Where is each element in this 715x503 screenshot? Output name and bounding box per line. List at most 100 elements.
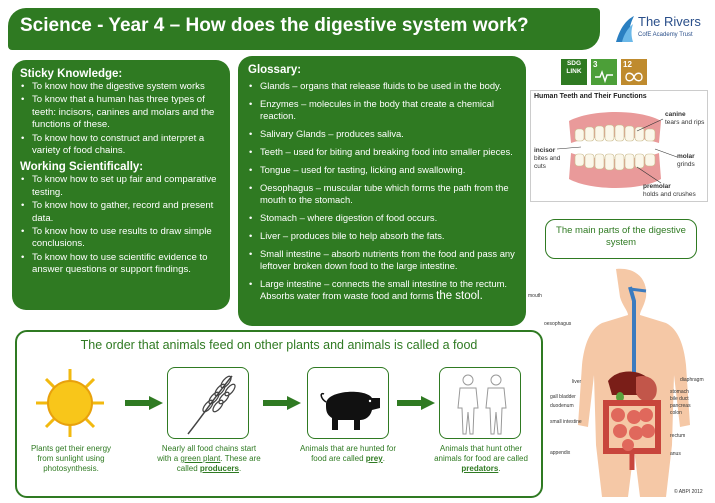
list-item: To know that a human has three types of … [20,94,222,131]
label-pancreas: pancreas [670,403,691,409]
prey-caption-end: . [382,454,385,463]
sdg-goal-12: 12 [621,59,647,85]
page-title: Science - Year 4 – How does the digestiv… [20,15,529,36]
digestive-heading-box: The main parts of the digestive system [545,219,697,259]
predator-caption-text: Animals that hunt other animals for food… [434,444,528,463]
list-item: To know how to use results to draw simpl… [20,226,222,251]
glossary-item: Teeth – used for biting and breaking foo… [248,146,516,159]
plant-caption: Nearly all food chains start with a gree… [157,444,261,474]
plant-figure [167,367,249,439]
humans-outline-icon [457,374,507,435]
glossary-heading: Glossary: [248,64,302,76]
digestive-system-diagram: mouth oesophagus liver gall bladder duod… [528,265,713,497]
wheat-icon [187,375,236,435]
prey-figure [307,367,389,439]
label-gall-bladder: gall bladder [550,394,576,400]
predator-figure [439,367,521,439]
label-bile-duct: bile duct [670,396,689,402]
glossary-panel: Glossary: Glands – organs that release f… [238,56,526,326]
label-stomach: stomach [670,389,689,395]
label-oesophagus: oesophagus [544,321,572,327]
working-list: To know how to set up fair and comparati… [20,174,222,276]
label-liver: liver [572,379,582,385]
glossary-list: Glands – organs that release fluids to b… [248,80,516,303]
predators-term: predators [461,464,499,473]
arrow-right-icon [125,396,163,410]
glossary-item: Tongue – used for tasting, licking and s… [248,164,516,177]
list-item: To know how the digestive system works [20,81,222,94]
label-small-intestine: small intestine [550,419,582,425]
sun-figure [29,367,111,439]
sdg-goal-12-number: 12 [623,60,632,69]
teeth-title: Human Teeth and Their Functions [534,93,647,100]
list-item: To know how to gather, record and presen… [20,200,222,225]
glossary-item: Stomach – where digestion of food occurs… [248,212,516,225]
list-item: To know how to use scientific evidence t… [20,252,222,277]
canine-name: canine [665,111,686,118]
label-diaphragm: diaphragm [680,377,704,383]
sticky-list: To know how the digestive system works T… [20,81,222,157]
premolar-function: holds and crushes [643,191,696,198]
label-rectum: rectum [670,433,686,439]
human-body-icon [578,268,690,497]
label-mouth: mouth [528,293,542,299]
food-chain-title: The order that animals feed on other pla… [80,338,478,352]
sdg-label: SDG LINK [566,60,582,75]
sdg-label-box: SDG LINK [561,59,587,85]
sticky-knowledge-panel: Sticky Knowledge: To know how the digest… [12,60,230,310]
glossary-item: Liver – produces bile to help absorb the… [248,230,516,243]
plant-caption-text: Nearly all food chains start with a [157,444,257,463]
teeth-illustration-icon [556,112,678,188]
incisor-name: incisor [534,147,556,154]
logo-name: The Rivers [638,14,701,29]
infinity-icon [625,72,643,82]
plant-caption-end: . [239,464,242,473]
sdg-goal-3: 3 [591,59,617,85]
sun-caption: Plants get their energy from sunlight us… [30,444,112,473]
heartbeat-icon [595,69,613,84]
glossary-item: Oesophagus – muscular tube which forms t… [248,182,516,207]
digestive-heading: The main parts of the digestive system [556,225,686,248]
predator-caption: Animals that hunt other animals for food… [431,444,531,474]
canine-function: tears and rips [665,119,705,126]
glossary-item: Salivary Glands – produces saliva. [248,128,516,141]
list-item: To know how to set up fair and comparati… [20,174,222,199]
glossary-item: Small intestine – absorb nutrients from … [248,248,516,273]
rivers-logo-icon [616,16,634,42]
label-anus: anus [670,451,681,457]
glossary-item-large-intestine: Large intestine – connects the small int… [248,278,516,303]
glossary-item: Glands – organs that release fluids to b… [248,80,516,93]
label-colon: colon [670,410,682,416]
producers-term: producers [199,464,239,473]
green-plant-link: green plant [180,454,221,463]
plant-caption-text-2: . These are called [176,454,261,473]
logo-subtitle: CofE Academy Trust [638,32,693,38]
credit-text: © ABPI 2012 [674,489,703,495]
glossary-stool-emphasis: the stool. [436,290,483,303]
prey-term: prey [365,454,383,463]
molar-name: molar [677,153,695,160]
label-duodenum: duodenum [550,403,574,409]
food-chain-section: The order that animals feed on other pla… [15,330,543,498]
predator-caption-end: . [498,464,501,473]
incisor-function: bites and cuts [534,155,561,170]
glossary-item-text: Large intestine – connects the small int… [260,277,508,302]
premolar-name: premolar [643,183,671,190]
pig-icon [320,391,380,430]
sun-icon [36,369,104,437]
sdg-goal-3-number: 3 [593,60,598,69]
list-item: To know how to construct and interpret a… [20,133,222,158]
sticky-heading: Sticky Knowledge: [20,68,123,80]
glossary-item: Enzymes – molecules in the body that cre… [248,98,516,123]
molar-function: grinds [677,161,695,168]
working-heading: Working Scientifically: [20,161,144,174]
prey-caption-text: Animals that are hunted for food are cal… [299,444,397,463]
arrow-right-icon [263,396,301,410]
trust-logo: The Rivers CofE Academy Trust [612,12,712,48]
sdg-link: SDG LINK 3 12 [561,59,711,85]
